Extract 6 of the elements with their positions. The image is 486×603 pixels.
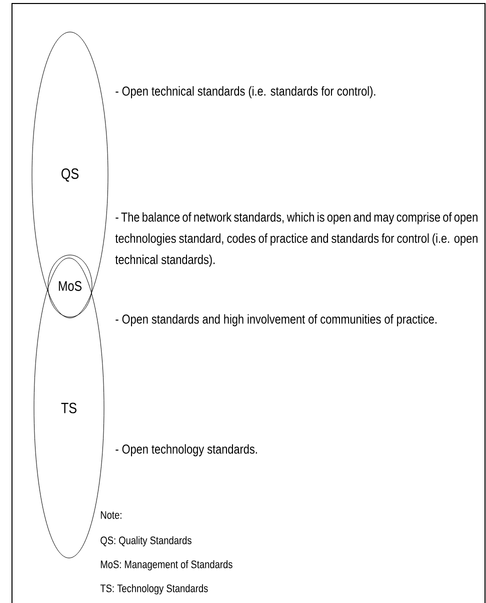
note-text: Note: xyxy=(100,511,122,519)
description-text: - Open standards and high involvement of communities of practice. xyxy=(116,314,436,326)
note-text: MoS: Management of Standards xyxy=(100,560,232,570)
description-text: - The balance of network standards, which is open and may comprise of open technologies standard, codes of practice and standards for control (i.e. open technical standards). xyxy=(115,212,478,267)
note-text: QS: Quality Standards xyxy=(100,536,192,546)
note-text: TS: Technology Standards xyxy=(100,584,208,594)
